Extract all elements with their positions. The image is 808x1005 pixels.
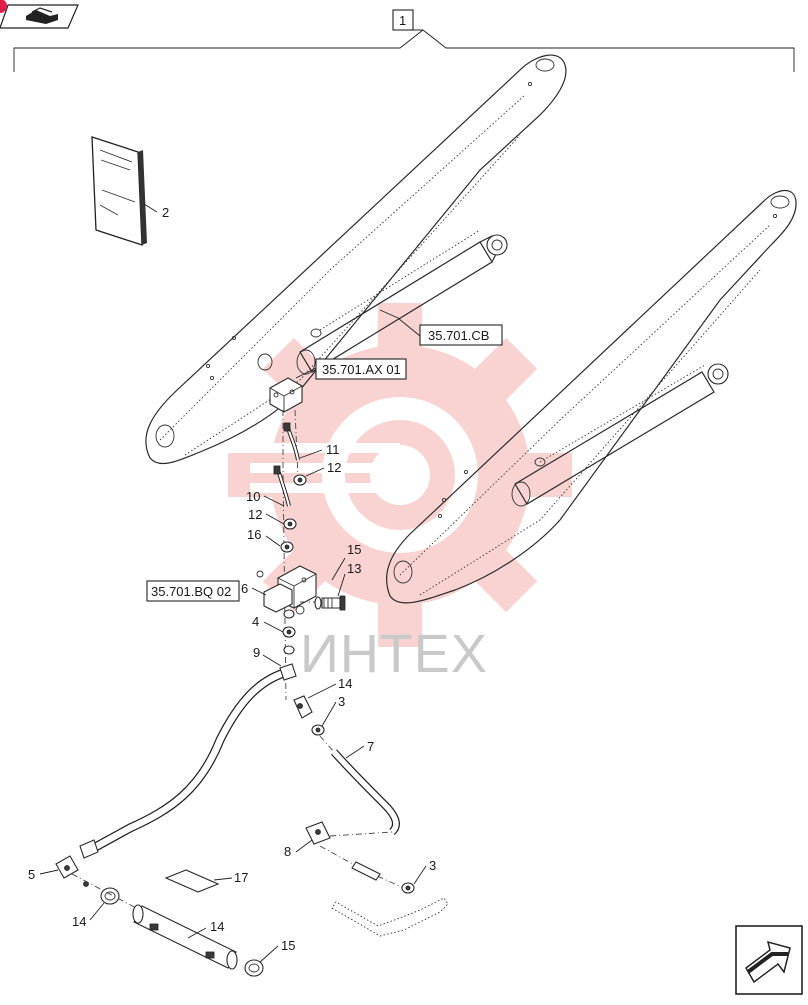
manual-booklet [91,136,147,246]
tube-10 [273,465,291,507]
elbow-15 [293,695,313,719]
callout-11: 11 [326,442,340,457]
callout-4: 4 [252,614,259,629]
callout-7: 7 [367,739,374,754]
callout-15: 14 [338,676,352,691]
right-lift-cylinder [511,363,729,507]
callout-13: 13 [347,561,361,576]
clamp-3-upper [311,724,325,736]
ref-35-701-ax01[interactable]: 35.701.AX 01 [322,362,401,377]
right-loader-arm [386,189,797,604]
hose-7 [331,749,400,836]
callout-9: 9 [253,645,260,660]
callout-1: 1 [399,13,406,28]
tube-lower [319,845,409,891]
status-badge [0,0,7,13]
solenoid-valve-6 [256,565,317,615]
centerline-main [282,410,287,701]
clamp-3-lower [401,882,415,894]
fitting-8 [305,821,331,845]
left-loader-arm [145,54,567,465]
cylinder-16 [132,904,238,970]
fitting-5 [55,855,79,879]
ref-35-701-cb[interactable]: 35.701.CB [428,328,489,343]
valve-block [269,377,303,413]
ref-35-701-bq02[interactable]: 35.701.BQ 02 [151,584,231,599]
callout-3-lower: 3 [429,858,436,873]
callout-16: 14 [210,919,224,934]
callout-19: 17 [234,870,248,885]
callout-10: 10 [246,489,260,504]
ref-box-35-701-bq02[interactable] [146,580,240,602]
fitting-18 [280,541,294,553]
book-hand-icon[interactable] [0,4,79,29]
watermark-logo [228,303,572,647]
callout-6: 6 [241,581,248,596]
frame-bracket [331,897,449,937]
next-page-arrow-icon[interactable] [735,925,803,995]
assembly-bracket [13,9,795,72]
clamp-14-left [83,881,120,905]
callout-3-upper: 3 [338,694,345,709]
callout-18: 16 [247,527,261,542]
tube-11 [283,422,300,461]
callout-5: 5 [28,867,35,882]
fitting-12-lower [283,518,297,530]
callout-12-upper: 12 [327,460,341,475]
decal-19 [164,869,220,893]
callout-17: 15 [347,542,361,557]
ref-box-35-701-cb[interactable] [419,324,503,346]
callout-14-left: 14 [72,914,86,929]
callout-12-lower: 12 [248,507,262,522]
callout-14-right: 15 [281,938,295,953]
clamp-14-right [244,959,264,977]
hose-9 [79,663,297,859]
callout-8: 8 [284,844,291,859]
fitting-4 [282,609,296,655]
watermark-text: ИНТЕХ [300,624,488,684]
ref-box-35-701-ax01[interactable] [315,358,407,380]
washer-17 [314,596,322,610]
callout-2: 2 [162,205,169,220]
left-lift-cylinder [257,229,508,375]
fitting-12-upper [293,474,307,486]
